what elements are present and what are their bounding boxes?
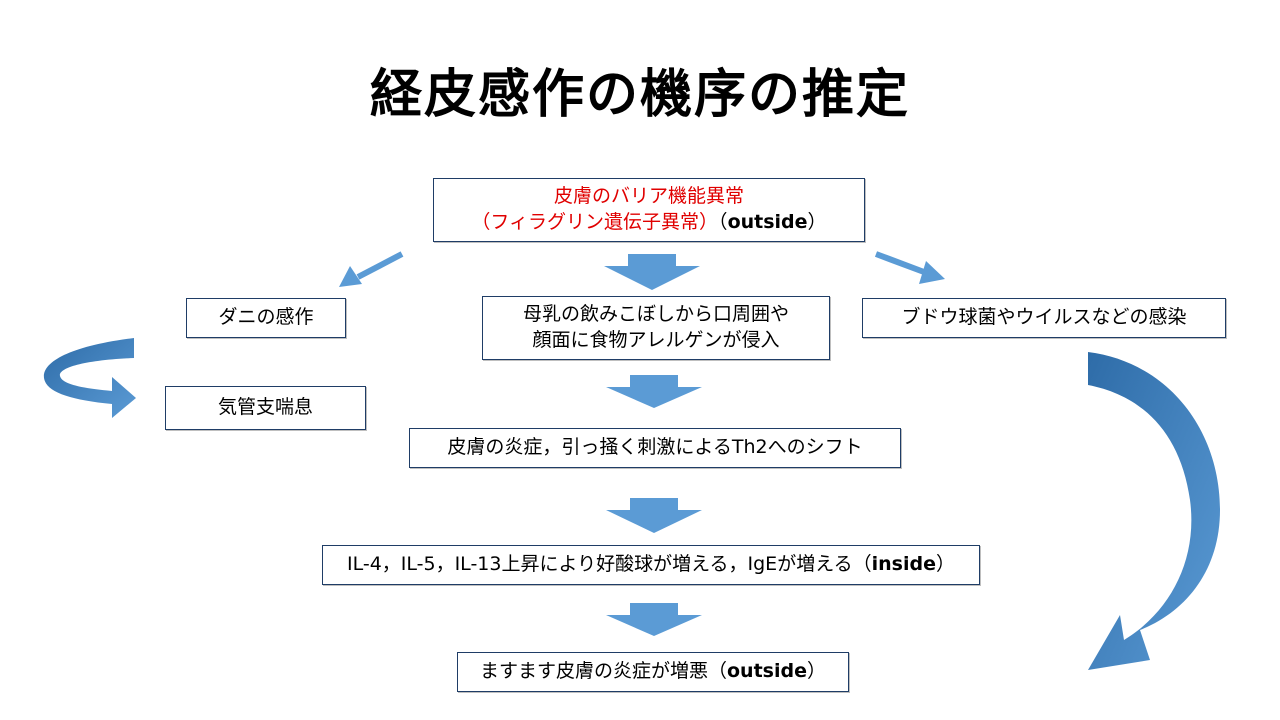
barrier-dysfunction-box: 皮膚のバリア機能異常 （フィラグリン遺伝子異常）（outside） <box>433 178 865 242</box>
down-arrow-1 <box>604 254 700 290</box>
interleukin-box: IL-4，IL-5，IL-13上昇により好酸球が増える，IgEが増える（insi… <box>322 545 980 585</box>
il-line: IL-4，IL-5，IL-13上昇により好酸球が増える，IgEが増える（insi… <box>347 552 955 578</box>
worse-close: ） <box>806 660 826 683</box>
page-title: 経皮感作の機序の推定 <box>369 65 910 125</box>
asthma-label: 気管支喘息 <box>217 396 313 419</box>
mite-sensitization-box: ダニの感作 <box>186 298 346 338</box>
mite-label: ダニの感作 <box>218 306 314 329</box>
diagonal-arrow-right <box>874 251 945 284</box>
infection-label: ブドウ球菌やウイルスなどの感染 <box>901 306 1187 329</box>
outside-label: outside <box>727 211 808 233</box>
skin-inflammation-box: 皮膚の炎症，引っ掻く刺激によるTh2へのシフト <box>409 428 901 468</box>
down-arrow-4 <box>606 603 702 636</box>
diagonal-arrow-left <box>339 251 404 287</box>
down-arrow-3 <box>606 498 702 533</box>
food-allergen-box: 母乳の飲みこぼしから口周囲や 顔面に食物アレルゲンが侵入 <box>482 296 830 360</box>
asthma-box: 気管支喘息 <box>165 386 366 430</box>
barrier-line2: （フィラグリン遺伝子異常）（outside） <box>471 210 826 236</box>
il-close: ） <box>935 553 955 576</box>
worse-line: ますます皮膚の炎症が増悪（outside） <box>480 659 826 685</box>
down-arrow-2 <box>606 375 702 408</box>
paren-close: ） <box>807 211 827 233</box>
worse-label: ますます皮膚の炎症が増悪（ <box>479 660 727 683</box>
inflammation-label: 皮膚の炎症，引っ掻く刺激によるTh2へのシフト <box>447 436 863 459</box>
paren-open: （ <box>718 211 728 233</box>
curved-arrow-left <box>43 338 136 418</box>
food-line2: 顔面に食物アレルゲンが侵入 <box>532 329 780 351</box>
outside-label-2: outside <box>727 660 807 683</box>
filaggrin-label: （フィラグリン遺伝子異常） <box>471 211 719 233</box>
infection-box: ブドウ球菌やウイルスなどの感染 <box>862 298 1226 338</box>
food-line1: 母乳の飲みこぼしから口周囲や <box>522 303 789 326</box>
il-label: IL-4，IL-5，IL-13上昇により好酸球が増える，IgEが増える（ <box>346 553 872 576</box>
curved-arrow-right <box>1088 352 1220 670</box>
barrier-line1: 皮膚のバリア機能異常 <box>553 185 744 208</box>
inside-label: inside <box>871 553 936 576</box>
worsening-box: ますます皮膚の炎症が増悪（outside） <box>457 652 849 692</box>
